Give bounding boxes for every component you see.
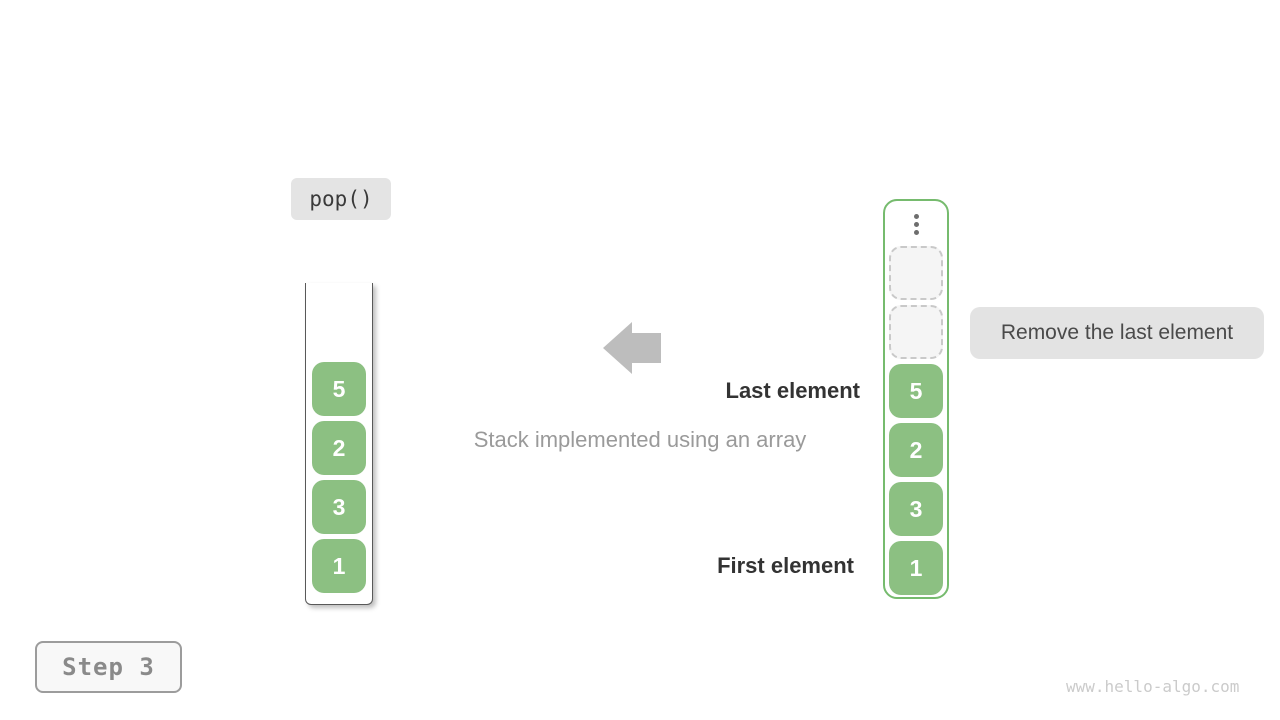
first-element-label: First element	[717, 553, 854, 578]
remove-note-label: Remove the last element	[970, 307, 1264, 359]
dot	[913, 221, 919, 227]
pop-operation-label: pop()	[291, 178, 391, 220]
ellipsis-dots-icon	[913, 207, 919, 241]
last-element-label: Last element	[725, 378, 861, 403]
stack-element: 5	[889, 364, 943, 418]
left-arrow-icon	[603, 322, 661, 374]
stack-element: 2	[312, 421, 366, 475]
dot	[913, 213, 919, 219]
array-container-right: 5 2 3 1	[883, 199, 949, 599]
stack-element: 1	[312, 539, 366, 593]
stack-element: 3	[312, 480, 366, 534]
diagram-caption: Stack implemented using an array	[473, 427, 807, 452]
dot	[913, 229, 919, 235]
stack-element: 1	[889, 541, 943, 595]
stack-element: 5	[312, 362, 366, 416]
stack-container-left: 5 2 3 1	[305, 283, 373, 605]
empty-array-slot	[889, 305, 943, 359]
stack-element: 2	[889, 423, 943, 477]
step-badge: Step 3	[35, 641, 182, 693]
empty-array-slot	[889, 246, 943, 300]
watermark: www.hello-algo.com	[1066, 677, 1240, 696]
stack-element: 3	[889, 482, 943, 536]
